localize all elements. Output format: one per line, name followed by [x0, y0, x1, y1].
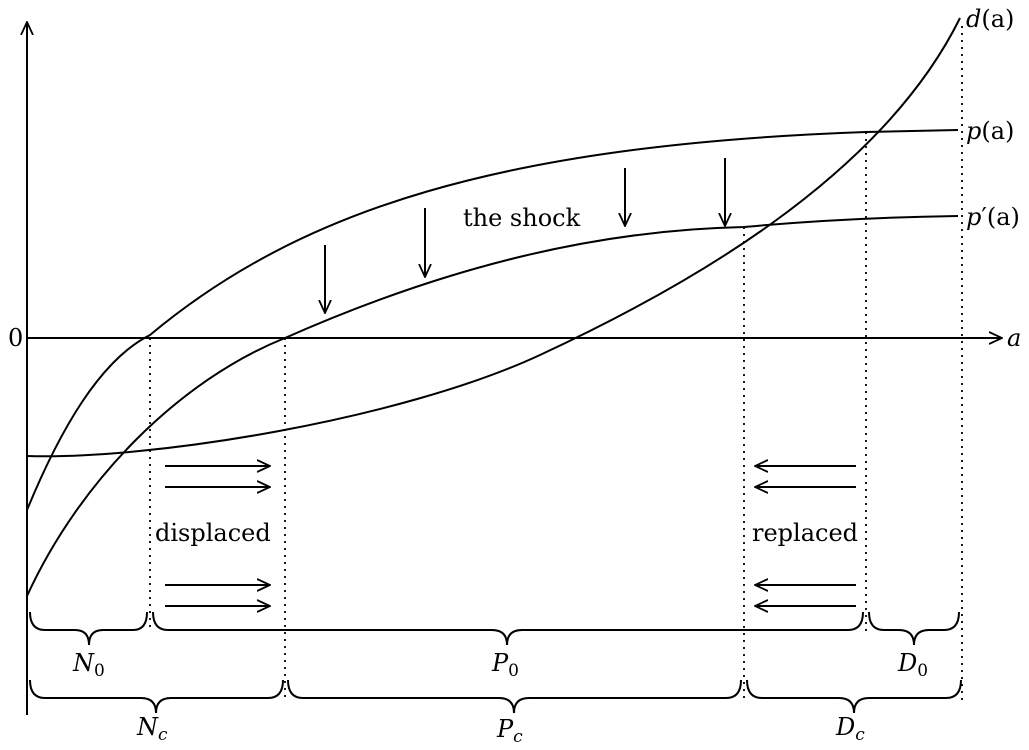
brace-nc [29, 679, 284, 714]
label-pc: Pc [496, 715, 523, 747]
label-d0: D0 [897, 649, 928, 681]
displaced-arrows [165, 466, 270, 606]
curve-d [26, 17, 961, 458]
curve-p [26, 129, 959, 511]
brace-dc [746, 679, 962, 714]
brace-p0 [152, 611, 864, 646]
replaced-label: replaced [752, 519, 858, 547]
replaced-arrows [755, 466, 856, 606]
curve-d-label: d(a) [966, 5, 1014, 33]
curve-p-label: p(a) [966, 117, 1014, 145]
zero-label: 0 [8, 324, 23, 352]
shock-label: the shock [463, 204, 581, 232]
label-p0: P0 [491, 649, 519, 681]
displaced-label: displaced [155, 519, 271, 547]
curve-p-prime [26, 215, 959, 597]
brace-d0 [868, 611, 960, 646]
label-nc: Nc [136, 713, 168, 745]
curve-p-prime-label: p′(a) [966, 203, 1020, 231]
x-axis-label: a [1007, 324, 1021, 352]
brace-pc [287, 679, 742, 714]
label-dc: Dc [835, 713, 865, 745]
brace-n0 [29, 611, 148, 646]
label-n0: N0 [72, 649, 105, 681]
